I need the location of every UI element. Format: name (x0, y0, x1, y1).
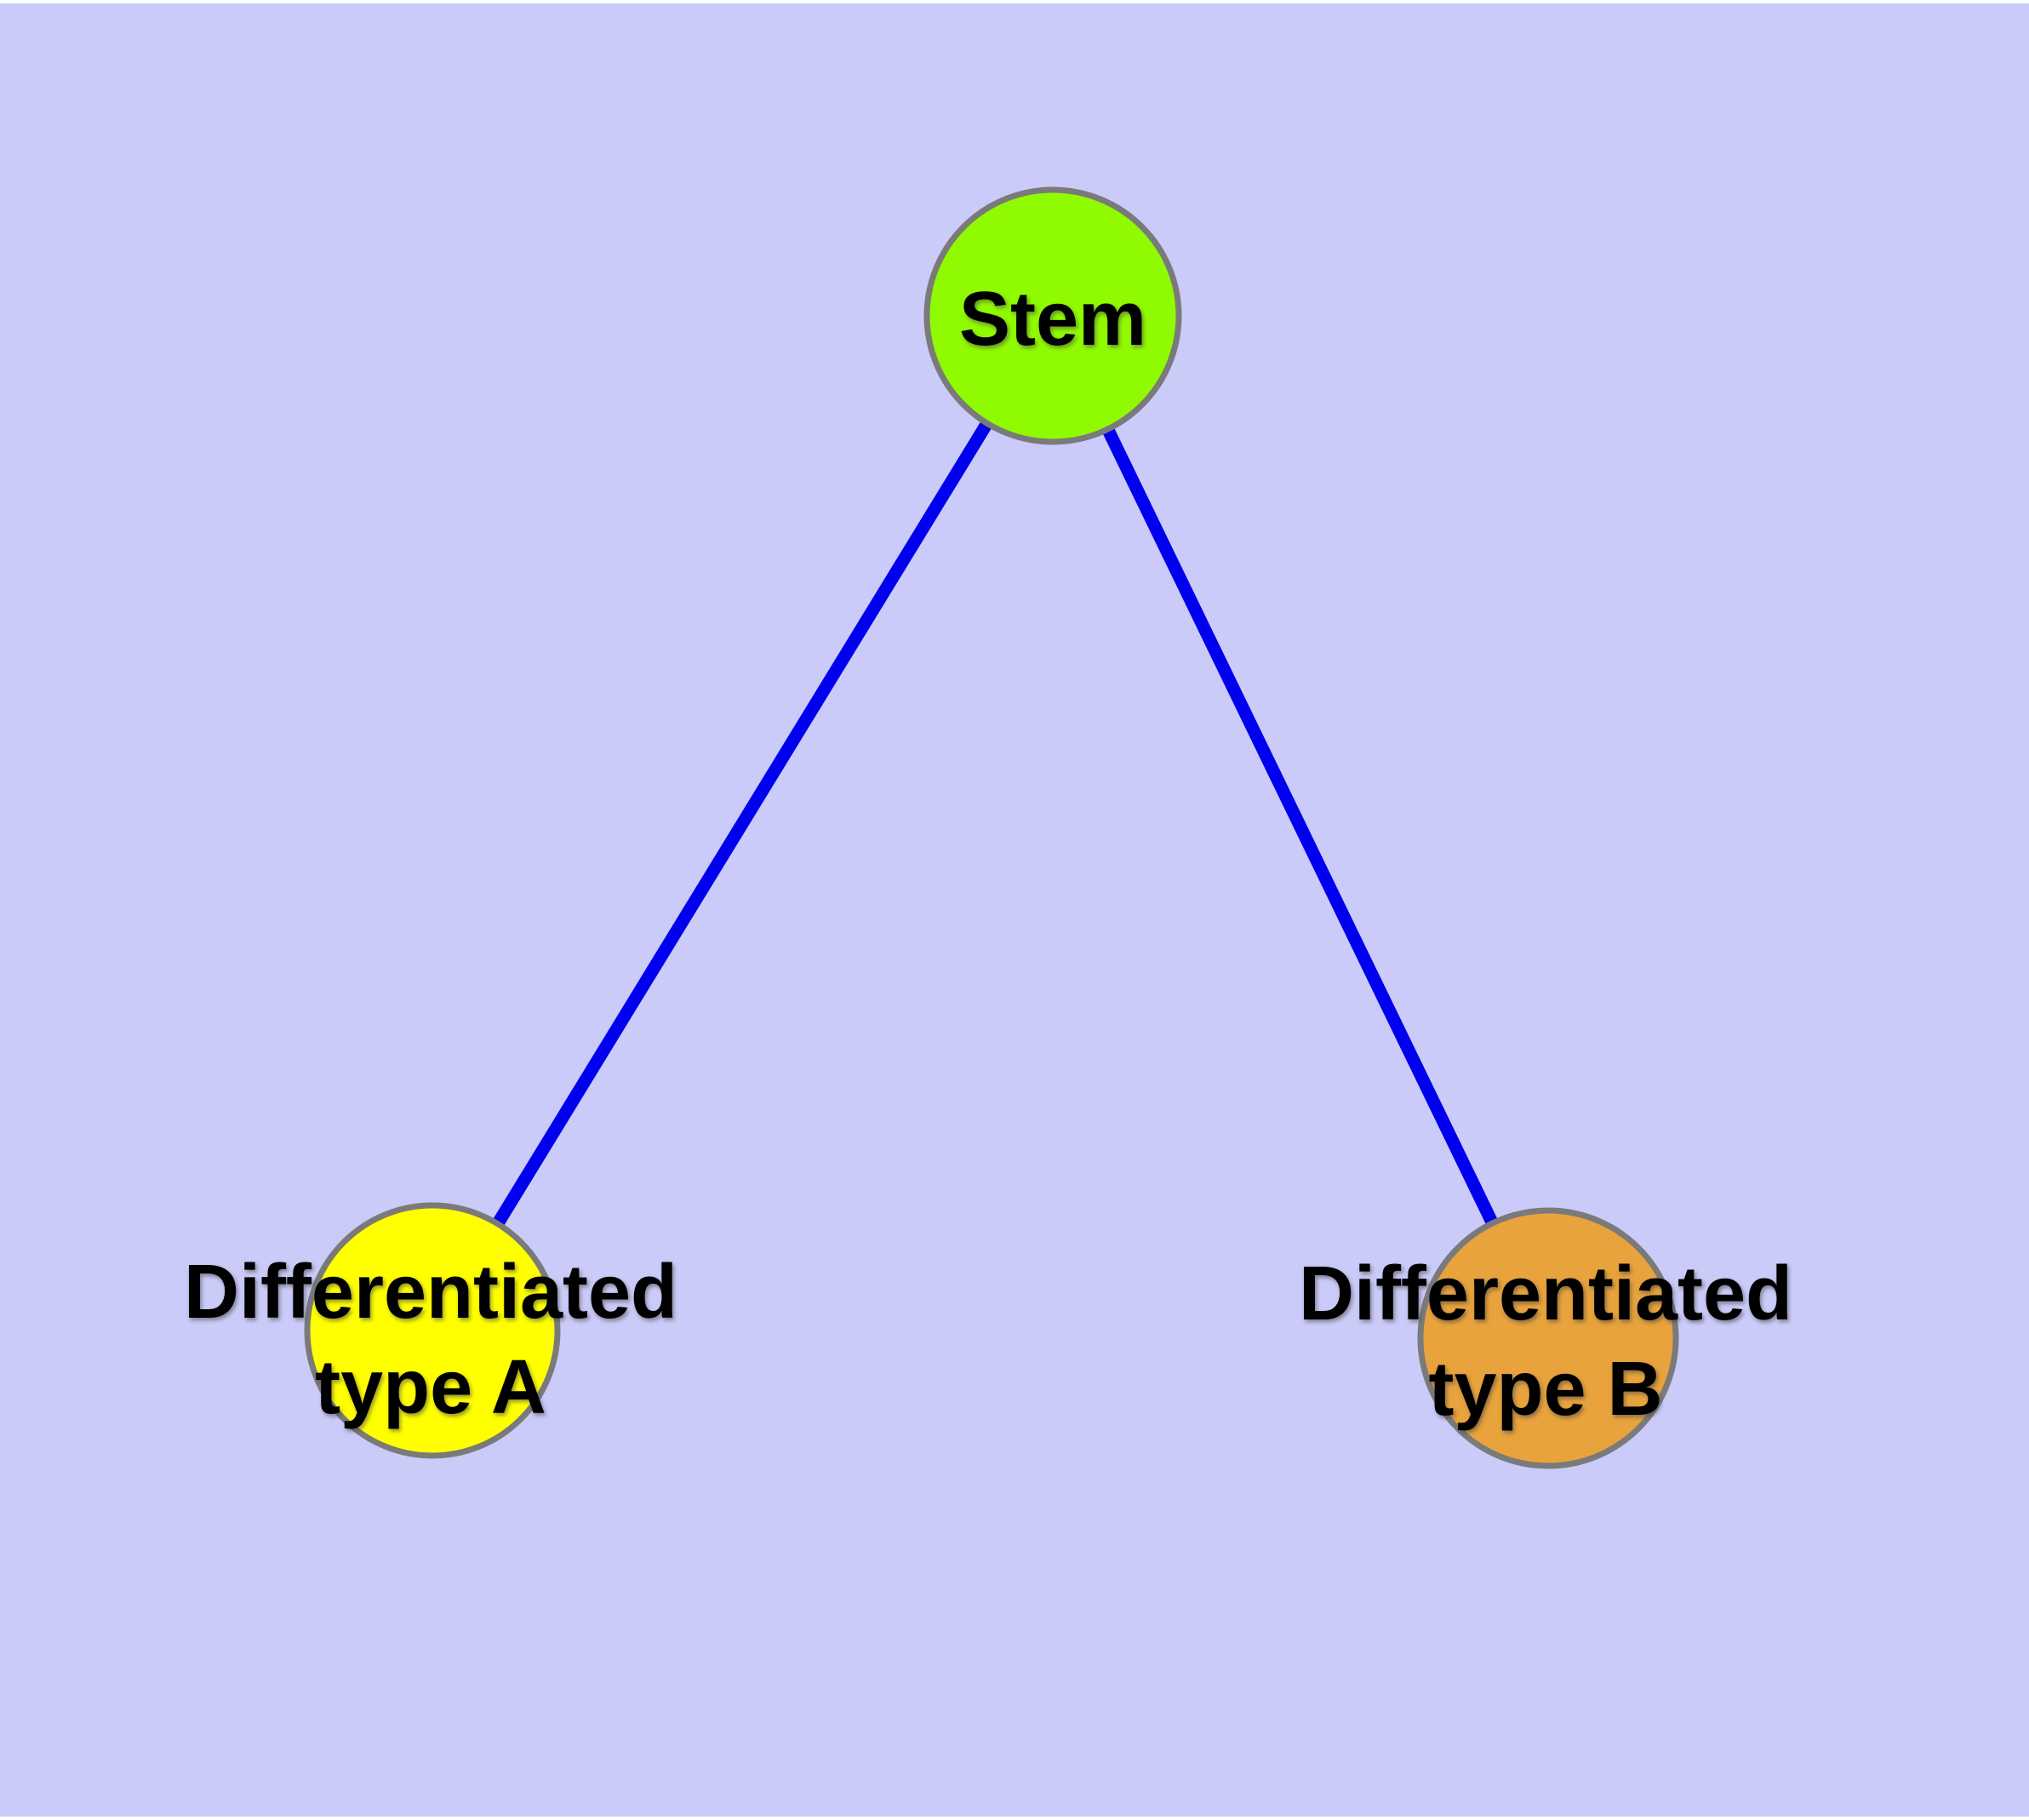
edge-stem-to-type-a (426, 312, 1059, 1334)
node-differentiated-type-b (1417, 1207, 1679, 1469)
node-stem-label: Stem (959, 277, 1146, 362)
edge-stem-to-type-b (1047, 312, 1554, 1342)
node-stem (923, 186, 1182, 445)
node-differentiated-type-a (304, 1202, 561, 1459)
node-type-a-label-line1: Differentiated (184, 1250, 677, 1335)
node-type-b-label-line2: type B (1428, 1347, 1662, 1432)
node-type-a-label-line2: type A (315, 1345, 546, 1430)
node-type-b-label-line1: Differentiated (1299, 1251, 1792, 1336)
